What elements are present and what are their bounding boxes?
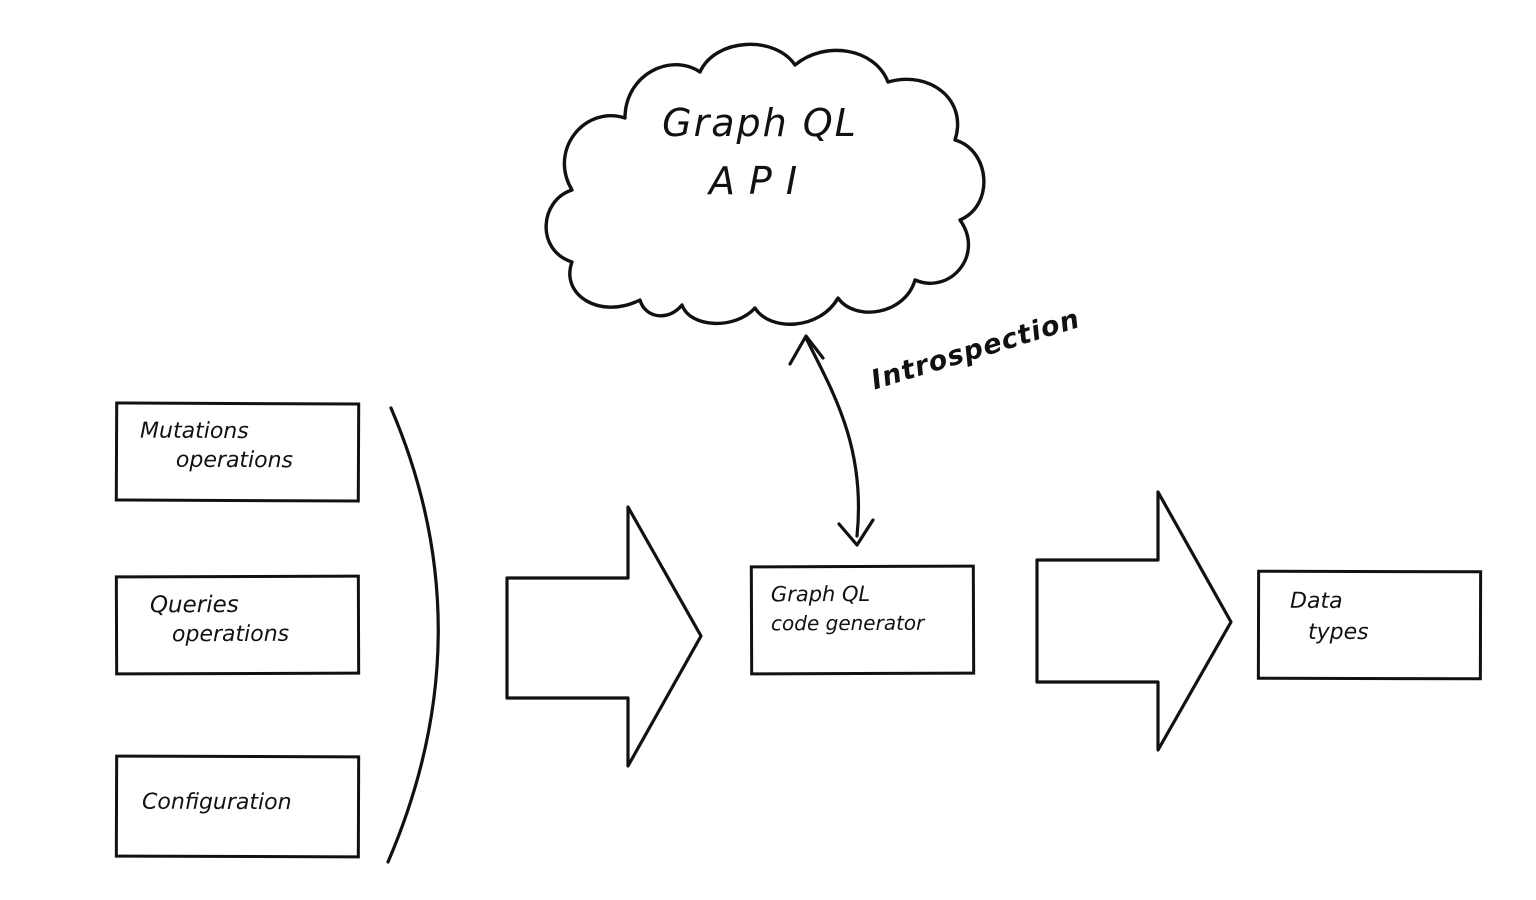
- mutations-label-line2: operations: [175, 448, 294, 474]
- cloud-label: Graph QL API: [600, 101, 920, 203]
- data-types-label-line2: types: [1307, 620, 1369, 646]
- data-types-label-line1: Data: [1290, 588, 1343, 614]
- input-box-mutations: Mutations operations: [114, 401, 361, 503]
- data-types-box: Data types: [1256, 569, 1483, 681]
- queries-label-line2: operations: [171, 622, 290, 648]
- introspection-arrowhead-bottom: [837, 518, 875, 547]
- introspection-arrowhead-top: [788, 334, 825, 366]
- generator-label-line1: Graph QL: [770, 581, 871, 607]
- graphql-api-cloud: [544, 42, 986, 326]
- cloud-label-line2: API: [708, 158, 812, 203]
- generator-label-line2: code generator: [770, 610, 925, 636]
- queries-label-line1: Queries: [149, 591, 239, 619]
- grouping-bracket: [386, 406, 440, 864]
- code-generator-box: Graph QL code generator: [749, 564, 976, 676]
- introspection-arrow: [805, 338, 861, 538]
- flow-arrow-right: [1035, 490, 1233, 752]
- configuration-label: Configuration: [141, 789, 292, 816]
- flow-arrow-left: [505, 505, 703, 768]
- input-box-configuration: Configuration: [114, 754, 361, 859]
- cloud-label-line1: Graph QL: [662, 101, 858, 145]
- mutations-label-line1: Mutations: [140, 418, 249, 445]
- input-box-queries: Queries operations: [114, 574, 361, 676]
